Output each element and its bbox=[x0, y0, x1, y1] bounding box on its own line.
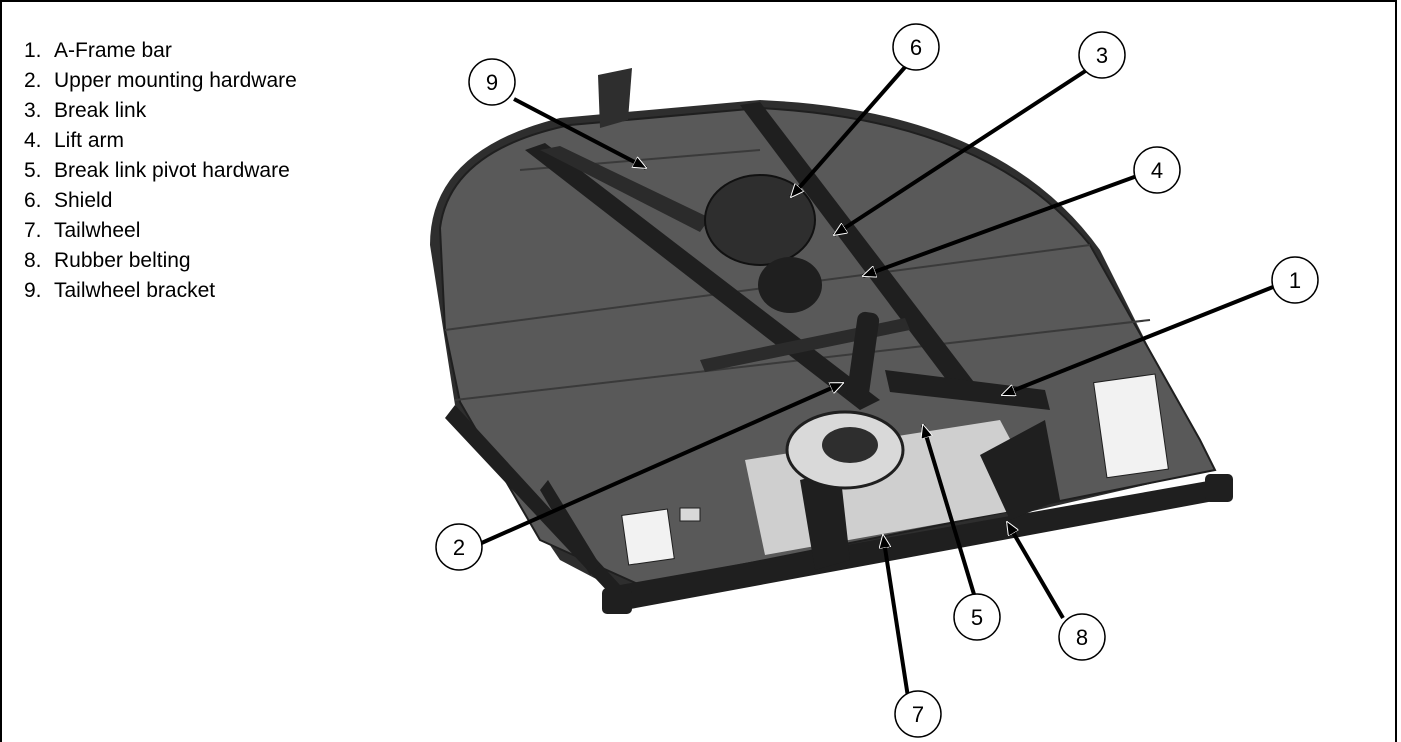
deck-side-plate bbox=[540, 480, 600, 575]
svg-text:7: 7 bbox=[912, 702, 924, 727]
leader-line-8 bbox=[1005, 522, 1065, 620]
callout-9: 9 bbox=[468, 58, 516, 106]
callout-7: 7 bbox=[894, 690, 942, 738]
callout-1: 1 bbox=[1271, 256, 1319, 304]
svg-text:9: 9 bbox=[486, 70, 498, 95]
tailwheel-bracket-bar bbox=[540, 146, 710, 232]
leader-line-9 bbox=[513, 97, 646, 170]
callout-3: 3 bbox=[1078, 31, 1126, 79]
legend-item: 2.Upper mounting hardware bbox=[24, 69, 297, 92]
svg-text:1: 1 bbox=[1289, 268, 1301, 293]
legend-item: 5.Break link pivot hardware bbox=[24, 159, 290, 182]
svg-text:6: 6 bbox=[910, 35, 922, 60]
callout-5: 5 bbox=[953, 593, 1001, 641]
svg-text:3: 3 bbox=[1096, 43, 1108, 68]
leader-line-4 bbox=[863, 174, 1138, 278]
legend-item: 9.Tailwheel bracket bbox=[24, 279, 216, 302]
callout-2: 2 bbox=[435, 523, 483, 571]
legend-item: 4.Lift arm bbox=[24, 129, 125, 152]
gearbox-shape bbox=[758, 257, 822, 313]
rear-arm-plate bbox=[800, 470, 850, 570]
legend-item: 8.Rubber belting bbox=[24, 249, 191, 272]
callouts: 1 2 3 4 5 6 7 8 bbox=[435, 23, 1319, 738]
foot-plate bbox=[598, 68, 632, 128]
legend-item: 1.A-Frame bar bbox=[24, 39, 172, 62]
callout-6: 6 bbox=[892, 23, 940, 71]
shield-shape bbox=[704, 174, 816, 266]
leader-line-5 bbox=[923, 425, 978, 602]
leader-line-1 bbox=[1002, 285, 1274, 397]
tailwheel-hub bbox=[822, 427, 878, 463]
callout-4: 4 bbox=[1133, 146, 1181, 194]
rear-arm bbox=[885, 370, 1050, 410]
callout-8: 8 bbox=[1058, 613, 1106, 661]
leader-lines bbox=[476, 56, 1274, 724]
leader-line-6 bbox=[789, 56, 915, 197]
flag-decal bbox=[679, 507, 701, 522]
legend-item: 3.Break link bbox=[24, 99, 147, 122]
leader-line-3 bbox=[834, 64, 1095, 237]
svg-text:8: 8 bbox=[1076, 625, 1088, 650]
legend-item: 6.Shield bbox=[24, 189, 113, 212]
leader-line-2 bbox=[476, 381, 843, 547]
a-frame-bar-right bbox=[740, 102, 980, 398]
decal bbox=[621, 508, 675, 566]
svg-text:5: 5 bbox=[971, 605, 983, 630]
rear-arm-plate bbox=[980, 420, 1060, 520]
leader-line-7 bbox=[883, 535, 914, 724]
front-rail bbox=[445, 405, 1230, 610]
legend-item: 7.Tailwheel bbox=[24, 219, 141, 242]
parts-legend: 1.A-Frame bar 2.Upper mounting hardware … bbox=[24, 36, 297, 306]
svg-text:2: 2 bbox=[453, 535, 465, 560]
front-rail-cap bbox=[602, 588, 632, 614]
mower-illustration bbox=[430, 68, 1233, 614]
front-rail-cap bbox=[1205, 474, 1233, 502]
lift-arm-shape bbox=[846, 311, 880, 403]
svg-text:4: 4 bbox=[1151, 158, 1163, 183]
decal bbox=[1093, 373, 1169, 479]
